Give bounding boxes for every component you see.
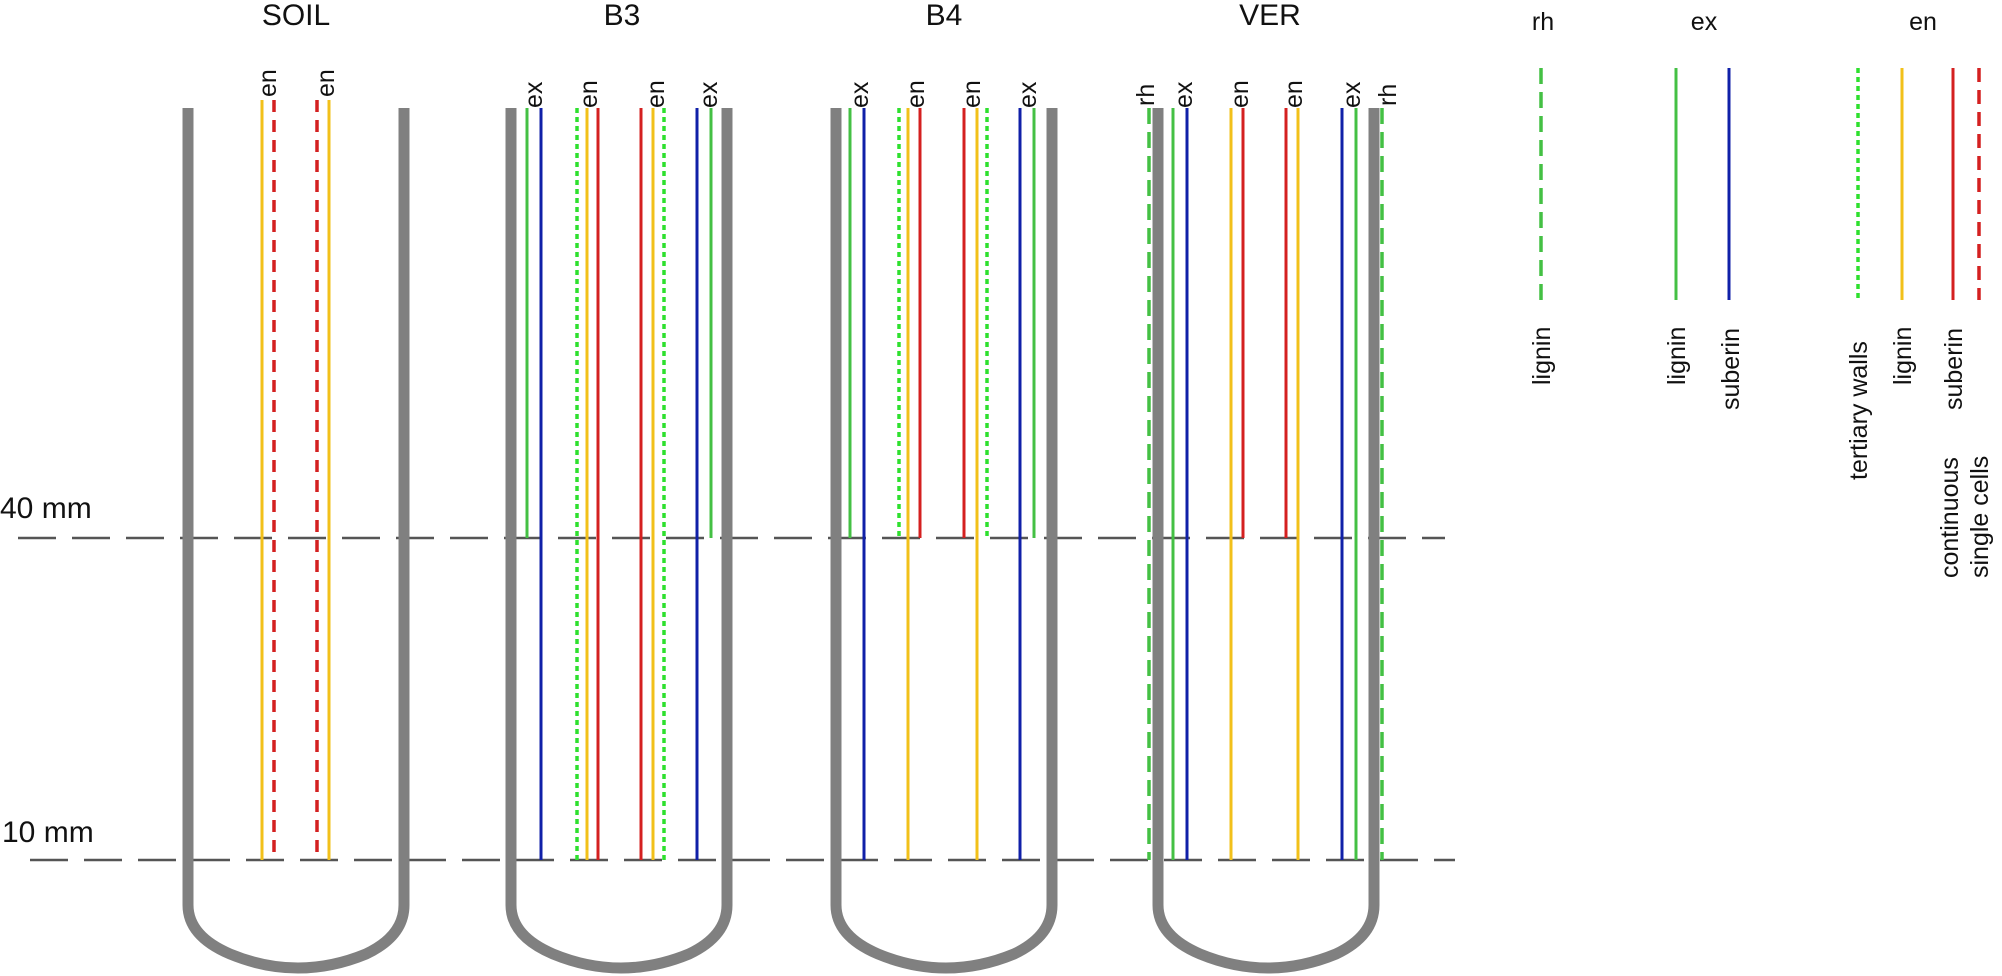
tissue-label-en: en: [958, 80, 986, 108]
panel-soil: SOIL en en: [182, 0, 410, 974]
tissue-label-en: en: [642, 80, 670, 108]
tissue-label-ex: ex: [1338, 81, 1366, 108]
tissue-label-ex: ex: [695, 81, 723, 108]
legend-group-title-ex: ex: [1691, 8, 1718, 36]
tissue-label-en: en: [1280, 80, 1308, 108]
depth-label-40mm: 40 mm: [0, 492, 92, 525]
panel-title-soil: SOIL: [262, 0, 330, 32]
tissue-label-ex: ex: [1170, 81, 1198, 108]
tissue-label-ex: ex: [846, 81, 874, 108]
panel-ver: VER rh ex en en ex rh: [1132, 0, 1402, 974]
legend-ex-lignin-label: lignin: [1663, 327, 1691, 385]
root-outline-b4: [830, 108, 1058, 974]
root-outline-ver: [1152, 108, 1380, 974]
legend: rh lignin ex lignin suberin en tertiary …: [1528, 8, 1994, 578]
tissue-label-en: en: [902, 80, 930, 108]
panel-title-ver: VER: [1239, 0, 1301, 32]
legend-group-title-rh: rh: [1532, 8, 1554, 36]
legend-en-suberin-label: suberin: [1940, 328, 1968, 410]
panel-title-b4: B4: [926, 0, 963, 32]
tissue-label-ex: ex: [520, 81, 548, 108]
legend-en-lignin-label: lignin: [1889, 327, 1917, 385]
root-outline-soil: [182, 108, 410, 974]
tissue-label-en: en: [312, 69, 340, 97]
legend-rh-lignin-label: lignin: [1528, 327, 1556, 385]
legend-en-continuous-label: continuous: [1936, 457, 1964, 578]
root-outline-b3: [505, 108, 733, 974]
panel-b3: B3 ex en en ex: [505, 0, 733, 974]
tissue-label-en: en: [1226, 80, 1254, 108]
depth-label-10mm: 10 mm: [2, 816, 94, 849]
panel-title-b3: B3: [604, 0, 641, 32]
legend-group-title-en: en: [1909, 8, 1937, 36]
legend-ex-suberin-label: suberin: [1717, 328, 1745, 410]
legend-en-single-cells-label: single cells: [1966, 456, 1994, 578]
tissue-label-ex: ex: [1014, 81, 1042, 108]
tissue-label-en: en: [254, 69, 282, 97]
tissue-label-rh: rh: [1374, 84, 1402, 106]
tissue-label-rh: rh: [1132, 84, 1160, 106]
panel-b4: B4 ex en en ex: [830, 0, 1058, 974]
legend-en-tertiary-walls-label: tertiary walls: [1845, 341, 1873, 480]
tissue-label-en: en: [575, 80, 603, 108]
